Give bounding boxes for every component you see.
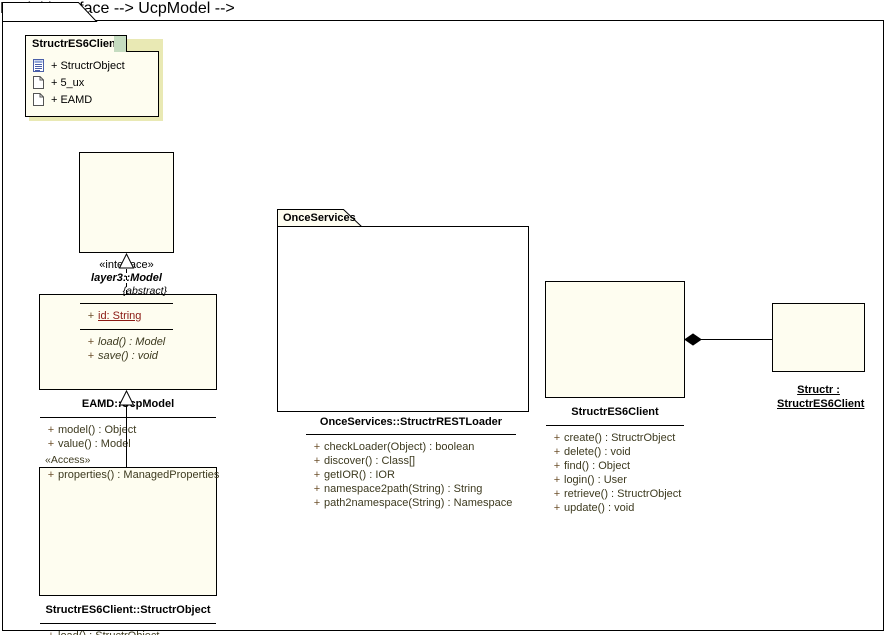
operation-label: properties() : ManagedProperties (58, 469, 220, 481)
package-item-visibility: + (51, 76, 58, 89)
class-structrobject-name: StructrES6Client::StructrObject (45, 604, 211, 616)
operation-row[interactable]: + update() : void (548, 501, 682, 515)
abstract-modifier: {abstract} (122, 285, 167, 297)
package-item-visibility: + (51, 59, 58, 72)
operation-label: login() : User (564, 474, 627, 486)
package-onceservices-label: OnceServices (283, 211, 356, 224)
object-name-line1: Structr : (797, 384, 840, 396)
package-item[interactable]: + StructrObject (26, 57, 158, 74)
visibility-marker: + (553, 488, 561, 500)
visibility-marker: + (47, 424, 55, 436)
operation-label: value() : Model (58, 438, 131, 450)
class-structrrestloader-name: OnceServices::StructrRESTLoader (319, 416, 503, 428)
operations-compartment: + load() : Model + save() : void (80, 330, 173, 369)
operation-row[interactable]: + find() : Object (548, 459, 682, 473)
package-structres6client-body: + StructrObject + 5_ux + (25, 51, 159, 117)
attribute-row[interactable]: + id: String (82, 309, 171, 323)
package-onceservices-outline (277, 209, 529, 412)
operations-compartment: + model() : Object + value() : Model «Ac… (40, 418, 220, 488)
class-structres6client-name: StructrES6Client (571, 406, 659, 418)
visibility-marker: + (313, 441, 321, 453)
operation-label: create() : StructrObject (564, 432, 676, 444)
operation-label: getIOR() : IOR (324, 469, 395, 481)
package-item-visibility: + (51, 93, 58, 106)
operation-row[interactable]: + load() : Model (82, 335, 171, 349)
operation-row[interactable]: + model() : Object (42, 423, 214, 437)
operation-label: retrieve() : StructrObject (564, 488, 682, 500)
visibility-marker: + (87, 336, 95, 348)
operations-compartment: + checkLoader(Object) : boolean + discov… (306, 435, 516, 516)
operation-row[interactable]: + retrieve() : StructrObject (548, 487, 682, 501)
visibility-marker: + (553, 474, 561, 486)
package-item-label: EAMD (60, 93, 93, 106)
visibility-marker: + (44, 629, 58, 635)
class-eamd-ucpmodel[interactable]: EAMD::UcpModel + model() : Object + valu… (39, 294, 222, 481)
operation-row[interactable]: + load() : StructrObject (42, 629, 214, 635)
operation-row[interactable]: + delete() : void (548, 445, 682, 459)
package-structres6client-label: StructrES6Client (32, 38, 120, 50)
object-name-line2: StructrES6Client (777, 398, 865, 410)
visibility-marker: + (553, 460, 561, 472)
package-onceservices[interactable]: OnceServices (277, 209, 529, 412)
operation-row[interactable]: + getIOR() : IOR (308, 468, 514, 482)
visibility-marker: + (47, 438, 55, 450)
operation-label: delete() : void (564, 446, 631, 458)
class-structres6client[interactable]: StructrES6Client + create() : StructrObj… (545, 281, 690, 514)
object-structr-instance[interactable]: Structr : StructrES6Client (772, 303, 870, 410)
access-section-stereotype: «Access» (45, 454, 91, 466)
operation-row[interactable]: + save() : void (82, 349, 171, 363)
page-icon (33, 93, 44, 106)
visibility-marker: + (87, 310, 95, 322)
visibility-marker: + (313, 483, 321, 495)
operation-label: path2namespace(String) : Namespace (324, 497, 513, 509)
operation-label: update() : void (564, 502, 635, 514)
operation-row[interactable]: + path2namespace(String) : Namespace (308, 496, 514, 510)
operation-label: model() : Object (58, 424, 137, 436)
operation-row[interactable]: + properties() : ManagedProperties (42, 468, 220, 482)
package-item[interactable]: + EAMD (26, 91, 158, 108)
operation-label: load() : StructrObject (58, 629, 159, 635)
operations-compartment: + create() : StructrObject + delete() : … (546, 426, 684, 521)
operations-compartment: + load() : StructrObject + local() : Obj… (40, 624, 216, 635)
operation-label: checkLoader(Object) : boolean (324, 441, 475, 453)
class-layer3-model[interactable]: «interface» layer3::Model {abstract} + i… (79, 152, 179, 362)
operation-label: save() : void (98, 350, 158, 362)
operation-row[interactable]: + discover() : Class[] (308, 454, 514, 468)
package-item-label: 5_ux (60, 76, 85, 89)
visibility-marker: + (313, 455, 321, 467)
attribute-label: id: String (98, 310, 142, 322)
operation-label: namespace2path(String) : String (324, 483, 483, 495)
attributes-compartment: + id: String (80, 304, 173, 330)
visibility-marker: + (313, 469, 321, 481)
visibility-marker: + (553, 502, 561, 514)
operation-label: load() : Model (98, 336, 166, 348)
package-item-label: StructrObject (60, 59, 125, 72)
package-structres6client[interactable]: StructrES6Client + StructrObject (25, 35, 163, 121)
operation-row[interactable]: + namespace2path(String) : String (308, 482, 514, 496)
class-structres6client-header: StructrES6Client (546, 399, 684, 426)
page-icon (33, 76, 44, 89)
operation-row[interactable]: + value() : Model (42, 437, 214, 451)
package-item[interactable]: + 5_ux (26, 74, 158, 91)
visibility-marker: + (553, 446, 561, 458)
class-structrobject-header: StructrES6Client::StructrObject (40, 597, 216, 624)
diagram-frame (2, 20, 884, 631)
operation-row[interactable]: + login() : User (548, 473, 682, 487)
object-structr-instance-header: Structr : StructrES6Client (773, 373, 864, 416)
visibility-marker: + (313, 497, 321, 509)
class-document-icon (33, 59, 44, 72)
visibility-marker: + (87, 350, 95, 362)
operation-row[interactable]: + checkLoader(Object) : boolean (308, 440, 514, 454)
visibility-marker: + (553, 432, 561, 444)
visibility-marker: + (47, 469, 55, 481)
operation-label: find() : Object (564, 460, 631, 472)
class-structres6client-structrobject[interactable]: StructrES6Client::StructrObject + load()… (39, 467, 222, 635)
operation-label: discover() : Class[] (324, 455, 416, 467)
operation-row[interactable]: + create() : StructrObject (548, 431, 682, 445)
